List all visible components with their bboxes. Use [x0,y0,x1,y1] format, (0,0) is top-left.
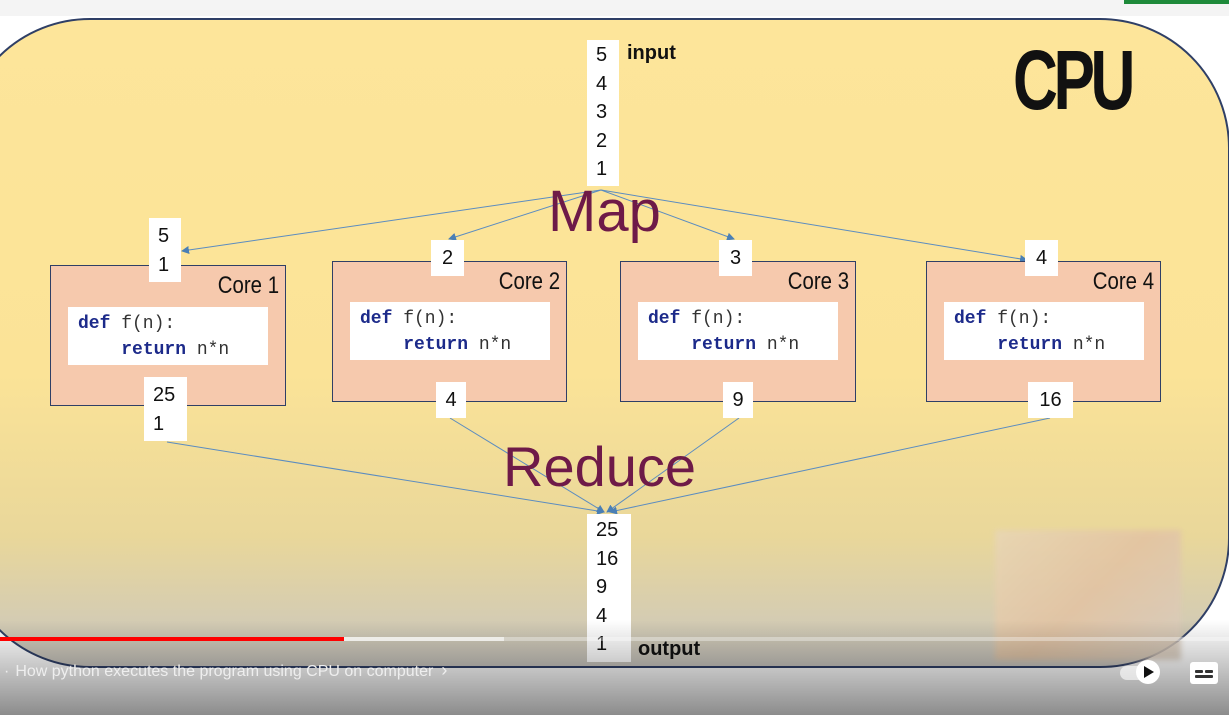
map-label: Map [548,179,661,244]
input-column: 5 4 3 2 1 [587,40,619,186]
autoplay-knob [1136,660,1160,684]
code-keyword: return [121,340,187,360]
core-2-input: 2 [431,240,464,276]
code-block: def f(n): return n*n [638,302,838,360]
code-text: f(n): [392,309,458,329]
code-text: f(n): [110,314,176,334]
input-value: 4 [596,72,608,95]
code-text: n*n [1062,335,1106,355]
code-keyword: return [691,335,757,355]
core-output-value: 25 [153,384,176,406]
code-keyword: def [78,314,111,334]
core-input-value: 5 [158,225,170,247]
core-title: Core 3 [787,268,849,295]
autoplay-toggle-icon[interactable] [1120,660,1162,684]
code-text: n*n [756,335,800,355]
controls-shade [0,620,1229,715]
core-3-output: 9 [723,382,753,418]
core-2: Core 2 def f(n): return n*n [332,261,567,402]
subtitles-icon[interactable] [1190,662,1218,684]
chevron-right-icon: › [441,660,448,680]
presenter-webcam [995,530,1181,660]
output-value: 25 [596,519,619,541]
code-block: def f(n): return n*n [944,302,1144,360]
core-4-output: 16 [1028,382,1073,418]
output-value: 4 [596,604,608,627]
progress-played [0,637,345,641]
output-value: 1 [596,630,631,659]
cpu-title: CPU [1013,33,1135,127]
code-text: f(n): [986,309,1052,329]
chapter-title: How python executes the program using CP… [15,663,434,680]
code-block: def f(n): return n*n [350,302,550,360]
core-4: Core 4 def f(n): return n*n [926,261,1161,402]
core-2-output: 4 [436,382,466,418]
input-value: 1 [596,158,608,180]
chapter-title-button[interactable]: · How python executes the program using C… [4,660,447,681]
output-value: 9 [596,576,608,598]
input-label: input [627,42,676,64]
core-1-output: 25 1 [144,377,187,441]
code-block: def f(n): return n*n [68,307,268,365]
code-keyword: return [997,335,1063,355]
output-column: 25 16 9 4 1 [587,514,631,662]
core-4-input: 4 [1025,240,1058,276]
core-3-input: 3 [719,240,752,276]
top-badge [1124,0,1229,4]
core-title: Core 2 [498,268,560,295]
code-text: n*n [468,335,512,355]
output-value: 16 [596,547,619,570]
core-output-value: 1 [153,412,165,435]
code-keyword: return [403,335,469,355]
top-strip [0,0,1229,16]
progress-bar[interactable] [0,637,1229,641]
core-title: Core 4 [1092,268,1154,295]
input-value: 2 [596,129,608,152]
core-1-input: 5 1 [149,218,181,282]
input-value: 3 [596,101,608,123]
core-3: Core 3 def f(n): return n*n [620,261,856,402]
code-keyword: def [954,309,987,329]
core-title: Core 1 [217,272,279,299]
code-text: f(n): [680,309,746,329]
output-label: output [638,638,700,661]
code-text: n*n [186,340,230,360]
reduce-label: Reduce [503,435,697,498]
input-value: 5 [596,44,608,66]
chapter-dot: · [4,663,10,680]
code-keyword: def [648,309,681,329]
code-keyword: def [360,309,393,329]
core-input-value: 1 [158,253,170,276]
